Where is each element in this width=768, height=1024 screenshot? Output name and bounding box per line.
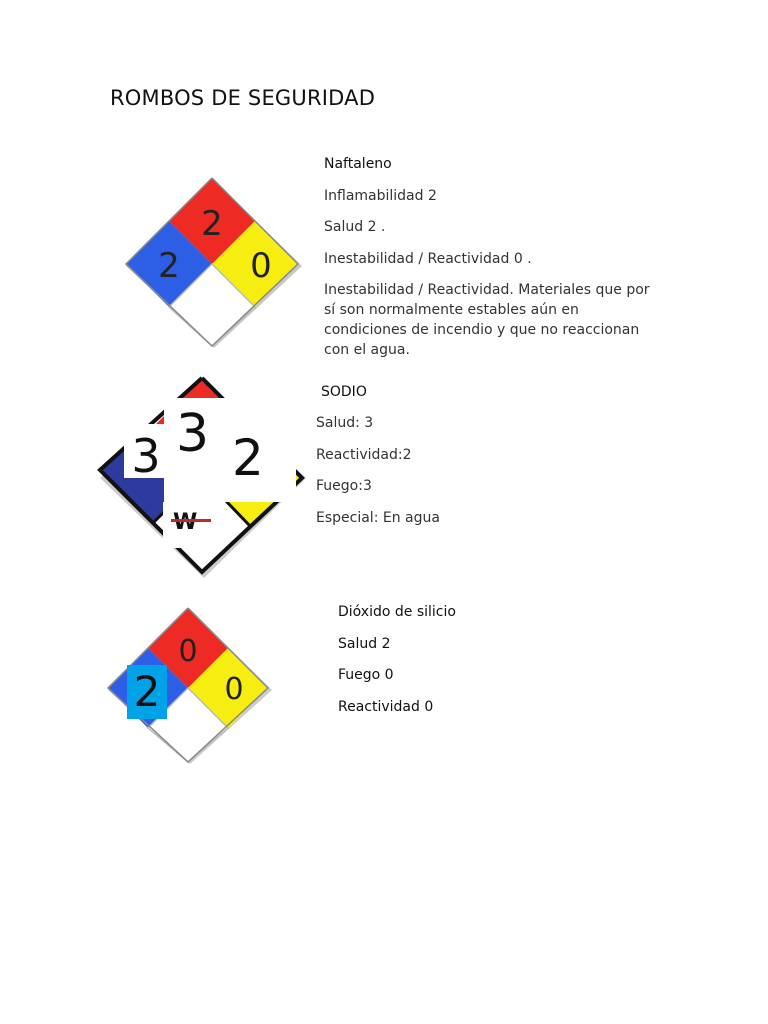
info-line: Reactividad 0 bbox=[338, 699, 434, 715]
flammability-value: 0 bbox=[178, 634, 197, 669]
page-title: ROMBOS DE SEGURIDAD bbox=[110, 86, 376, 110]
info-line: Reactividad:2 bbox=[316, 447, 412, 463]
reactivity-value: 0 bbox=[250, 246, 272, 286]
info-line: Inestabilidad / Reactividad 0 . bbox=[324, 251, 532, 267]
substance-name: SODIO bbox=[321, 384, 367, 400]
info-line: Inflamabilidad 2 bbox=[324, 188, 437, 204]
health-value-box: 2 bbox=[127, 665, 167, 719]
overlay-center-box: 3 2 bbox=[164, 398, 296, 502]
substance-name: Dióxido de silicio bbox=[338, 604, 456, 620]
health-value: 2 bbox=[133, 667, 161, 716]
info-line: Salud: 3 bbox=[316, 415, 374, 431]
info-line: Fuego:3 bbox=[316, 478, 372, 494]
special-value: W bbox=[173, 510, 198, 535]
health-value: 2 bbox=[158, 246, 180, 286]
info-line: Salud 2 bbox=[338, 636, 391, 652]
reactivity-value: 0 bbox=[224, 672, 243, 707]
substance-name: Naftaleno bbox=[324, 156, 392, 172]
info-paragraph: Inestabilidad / Reactividad. Materiales … bbox=[324, 282, 650, 358]
overlay-health-box: 3 bbox=[124, 424, 168, 483]
reactivity-value: 2 bbox=[232, 429, 264, 487]
strike-line bbox=[171, 519, 211, 522]
flammability-value: 3 bbox=[176, 404, 210, 464]
overlay-special-box: W bbox=[163, 502, 223, 548]
nfpa-diamond-silicio: 0 0 bbox=[104, 606, 274, 766]
info-line: Salud 2 . bbox=[324, 219, 386, 235]
nfpa-diamond-naftaleno: 2 2 0 bbox=[122, 176, 304, 350]
info-line: Fuego 0 bbox=[338, 667, 394, 683]
flammability-value: 2 bbox=[201, 204, 223, 244]
info-line: Especial: En agua bbox=[316, 510, 440, 526]
health-value: 3 bbox=[131, 429, 161, 483]
